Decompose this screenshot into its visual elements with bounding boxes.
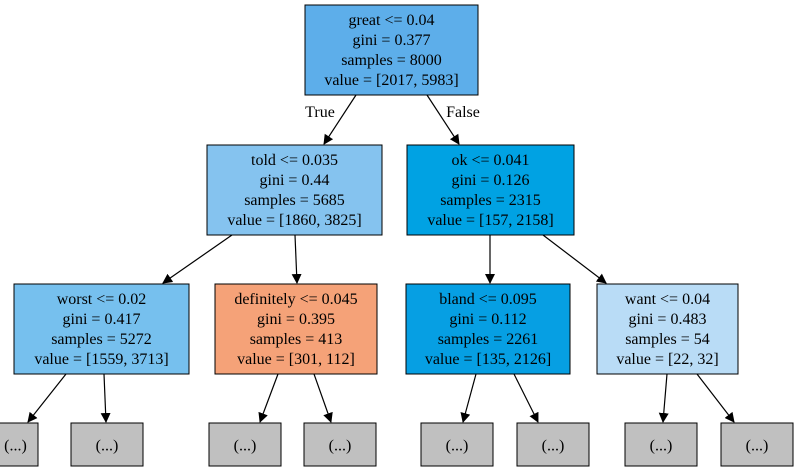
tree-edge-1 <box>426 94 460 145</box>
tree-leaf-label: (...) <box>650 438 673 455</box>
edge-label-true: True <box>305 104 335 121</box>
tree-edge-9 <box>313 373 333 423</box>
tree-node-line: value = [301, 112] <box>237 351 355 368</box>
tree-leaf-label: (...) <box>96 438 119 455</box>
tree-leaf-box <box>516 422 590 467</box>
tree-node-line: samples = 5685 <box>244 192 345 209</box>
tree-node-line: told <= 0.035 <box>251 152 338 169</box>
tree-node-line: samples = 2261 <box>438 331 539 348</box>
tree-node-box <box>214 283 378 375</box>
tree-edge-10 <box>460 373 477 423</box>
tree-node-line: gini = 0.112 <box>449 311 526 328</box>
tree-leaf-box <box>420 422 494 467</box>
tree-edge-8 <box>258 373 279 423</box>
tree-node-line: samples = 413 <box>250 331 343 348</box>
tree-leaf-label: (...) <box>234 438 257 455</box>
tree-edge-5 <box>542 234 607 284</box>
tree-node-box <box>406 144 575 236</box>
tree-edge-3 <box>291 234 302 284</box>
tree-leaf-1: (...) <box>70 422 144 467</box>
tree-node-box <box>304 4 479 96</box>
tree-node-box <box>405 283 571 375</box>
tree-leaf-4: (...) <box>420 422 494 467</box>
tree-edge-6 <box>27 373 67 423</box>
tree-edge-0 <box>323 94 357 145</box>
tree-node-line: gini = 0.377 <box>353 32 431 49</box>
tree-node-want: want <= 0.04 gini = 0.483 samples = 54 valu… <box>596 283 739 375</box>
tree-node-line: gini = 0.483 <box>629 311 707 328</box>
tree-leaf-label: (...) <box>4 438 27 455</box>
tree-node-line: value = [135, 2126] <box>425 351 551 368</box>
tree-leaf-label: (...) <box>329 438 352 455</box>
tree-leaf-label: (...) <box>542 438 565 455</box>
tree-node-box <box>206 144 383 236</box>
tree-node-line: value = [1860, 3825] <box>227 212 361 229</box>
tree-leaf-3: (...) <box>303 422 377 467</box>
tree-node-line: gini = 0.417 <box>63 311 141 328</box>
tree-leaf-6: (...) <box>624 422 698 467</box>
tree-leaf-box <box>624 422 698 467</box>
tree-node-line: value = [22, 32] <box>616 351 718 368</box>
tree-node-line: bland <= 0.095 <box>439 291 537 308</box>
tree-edge-12 <box>658 373 669 423</box>
tree-node-box <box>13 283 190 375</box>
tree-node-told: told <= 0.035 gini = 0.44 samples = 5685 va… <box>206 144 383 236</box>
tree-node-root: great <= 0.04 gini = 0.377 samples = 8000 v… <box>304 4 479 96</box>
tree-node-bland: bland <= 0.095 gini = 0.112 samples = 2261… <box>405 283 571 375</box>
tree-node-line: value = [157, 2158] <box>427 212 553 229</box>
tree-node-line: samples = 2315 <box>440 192 541 209</box>
tree-leaf-5: (...) <box>516 422 590 467</box>
tree-edge-13 <box>696 373 735 423</box>
tree-leaf-label: (...) <box>446 438 469 455</box>
tree-edge-7 <box>100 373 111 423</box>
tree-leaf-0: (...) <box>0 422 39 467</box>
tree-node-line: gini = 0.44 <box>260 172 330 189</box>
tree-node-line: value = [2017, 5983] <box>324 72 458 89</box>
tree-node-line: value = [1559, 3713] <box>34 351 168 368</box>
tree-node-line: gini = 0.126 <box>452 172 530 189</box>
tree-leaf-box <box>208 422 282 467</box>
tree-node-line: great <= 0.04 <box>348 12 434 29</box>
tree-node-line: want <= 0.04 <box>625 291 710 308</box>
tree-leaf-2: (...) <box>208 422 282 467</box>
tree-leaf-7: (...) <box>720 422 794 467</box>
tree-leaf-box <box>303 422 377 467</box>
tree-edge-2 <box>162 234 233 284</box>
tree-node-line: gini = 0.395 <box>257 311 335 328</box>
tree-node-line: samples = 54 <box>625 331 710 348</box>
tree-leaf-label: (...) <box>746 438 769 455</box>
tree-node-line: definitely <= 0.045 <box>234 291 357 308</box>
tree-node-line: samples = 5272 <box>51 331 152 348</box>
tree-node-box <box>596 283 739 375</box>
tree-node-line: worst <= 0.02 <box>57 291 147 308</box>
tree-node-line: ok <= 0.041 <box>451 152 529 169</box>
tree-node-ok: ok <= 0.041 gini = 0.126 samples = 2315 val… <box>406 144 575 236</box>
tree-leaf-box <box>720 422 794 467</box>
tree-node-worst: worst <= 0.02 gini = 0.417 samples = 5272 v… <box>13 283 190 375</box>
tree-node-line: samples = 8000 <box>341 52 442 69</box>
edge-label-false: False <box>446 104 480 121</box>
tree-leaf-box <box>70 422 144 467</box>
tree-edge-11 <box>513 373 539 423</box>
tree-leaf-box <box>0 422 39 467</box>
tree-node-definitely: definitely <= 0.045 gini = 0.395 samples =… <box>214 283 378 375</box>
